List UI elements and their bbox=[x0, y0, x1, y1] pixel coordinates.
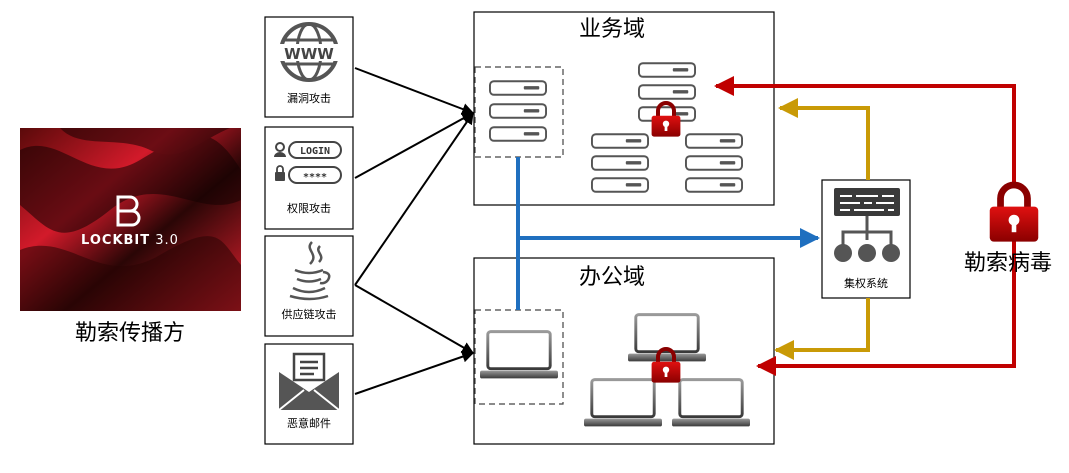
arrow-central-to-business bbox=[778, 98, 870, 180]
vector-vulnerability: WWW 漏洞攻击 bbox=[264, 16, 354, 118]
arrow-central-to-office bbox=[774, 298, 870, 360]
central-system: 集权系统 bbox=[821, 179, 911, 299]
central-system-icon bbox=[834, 188, 900, 262]
ransomware: 勒索病毒 bbox=[714, 76, 1052, 376]
attack-arrows bbox=[354, 67, 475, 395]
office-domain: 办公域 bbox=[473, 257, 775, 445]
central-system-label: 集权系统 bbox=[844, 276, 888, 290]
lockbit-texture bbox=[20, 128, 241, 311]
arrow-supply-to-business bbox=[354, 112, 474, 286]
password-text: **** bbox=[303, 172, 327, 183]
vector-privilege: LOGIN **** 权限攻击 bbox=[264, 126, 354, 230]
entry-server-icon bbox=[489, 80, 547, 142]
vector-malicious-email: 恶意邮件 bbox=[264, 343, 354, 445]
envelope-icon bbox=[278, 352, 340, 411]
entry-laptop-icon bbox=[480, 330, 558, 380]
lockbit-logo-icon bbox=[116, 195, 141, 227]
business-domain-title: 业务域 bbox=[579, 17, 645, 42]
vector-label: 供应链攻击 bbox=[282, 307, 337, 321]
arrow-vulnerability-to-business bbox=[354, 67, 475, 115]
source-label: 勒索传播方 bbox=[75, 321, 185, 346]
login-text: LOGIN bbox=[300, 146, 330, 157]
vector-supply-chain: 供应链攻击 bbox=[264, 235, 354, 337]
vector-label: 恶意邮件 bbox=[287, 416, 331, 430]
office-domain-title: 办公域 bbox=[579, 265, 645, 290]
arrow-privilege-to-business bbox=[354, 112, 475, 179]
ransomware-label: 勒索病毒 bbox=[964, 251, 1052, 276]
vector-label: 权限攻击 bbox=[287, 201, 331, 215]
lockbit-logo-text: LOCKBIT 3.0 bbox=[81, 233, 179, 248]
arrow-ransom-to-office bbox=[756, 238, 1016, 376]
login-icon: LOGIN **** bbox=[274, 141, 342, 184]
ransomware-lock-icon bbox=[990, 185, 1039, 242]
lateral-movement bbox=[516, 157, 820, 310]
www-text: WWW bbox=[284, 45, 334, 63]
arrow-email-to-office bbox=[354, 350, 475, 395]
business-domain: 业务域 bbox=[473, 11, 775, 206]
lockbit-source: LOCKBIT 3.0 勒索传播方 bbox=[20, 128, 241, 346]
arrow-ransom-to-business bbox=[714, 76, 1016, 188]
java-icon bbox=[289, 241, 331, 301]
arrow-supply-to-office bbox=[354, 284, 475, 354]
vector-label: 漏洞攻击 bbox=[287, 91, 331, 105]
control-arrows bbox=[774, 98, 870, 360]
globe-www-icon: WWW bbox=[277, 22, 341, 82]
